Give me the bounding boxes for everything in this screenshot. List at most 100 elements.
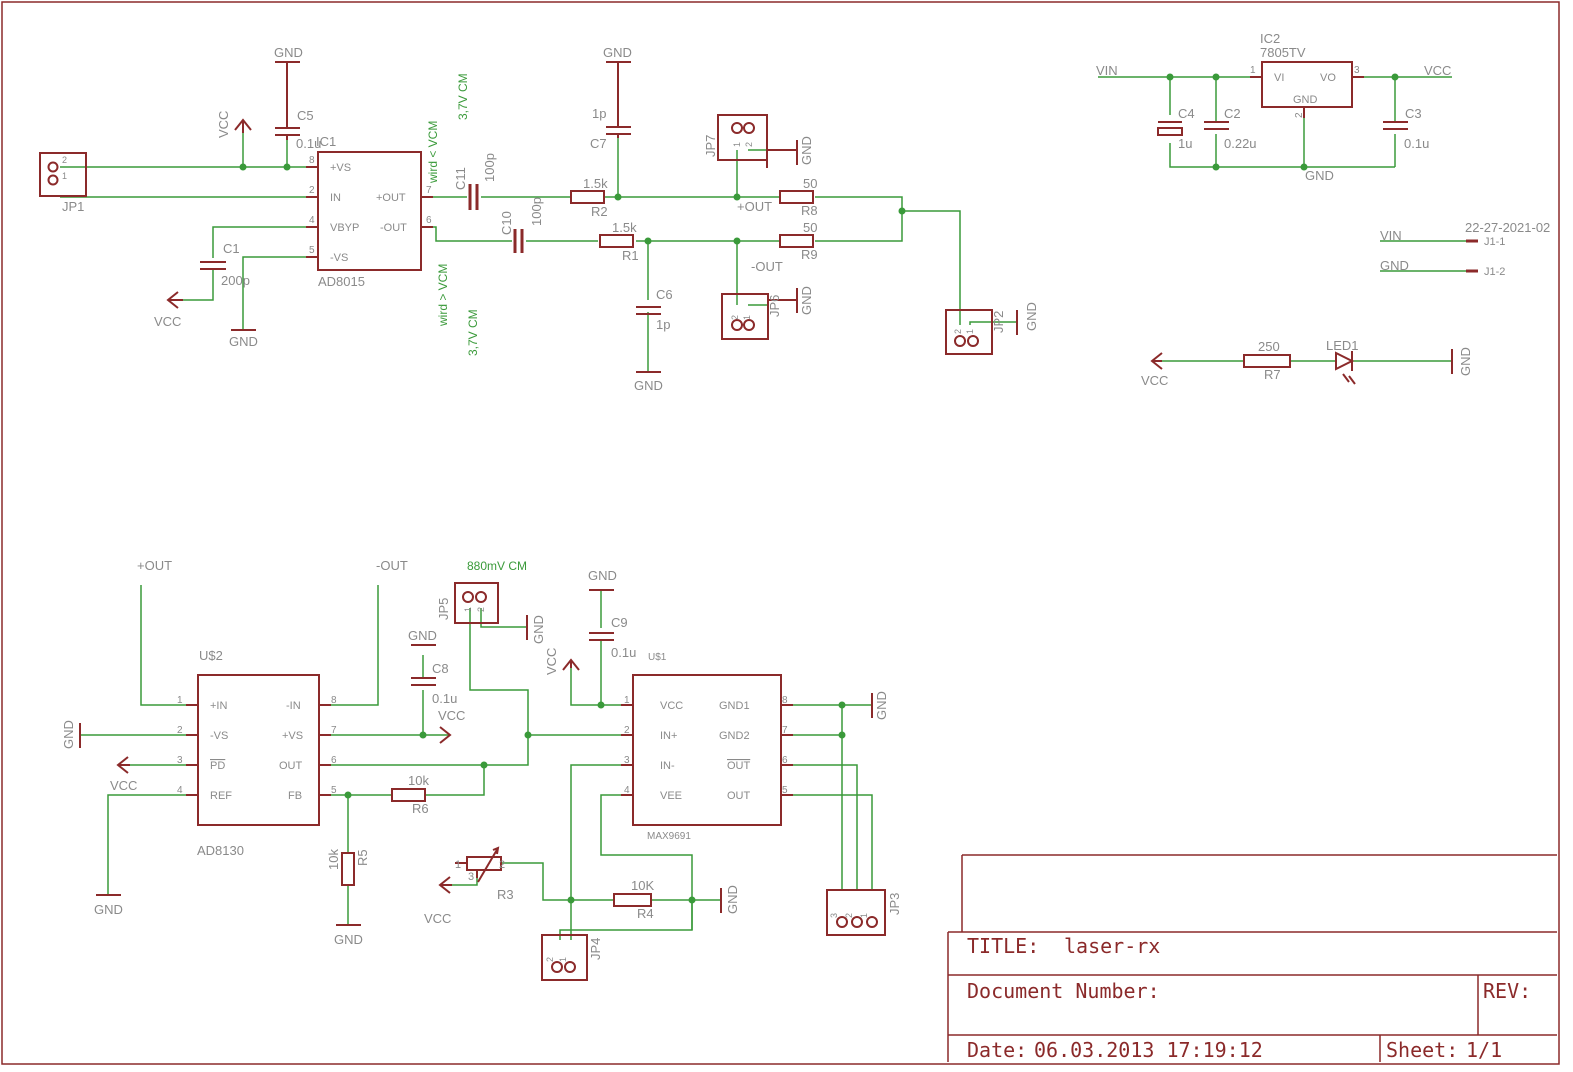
r8-value: 50 [803,176,817,191]
jp7-label: JP7 [703,135,718,157]
c11-value: 100p [482,153,497,182]
c2-symbol [1204,121,1229,130]
r8-label: R8 [801,203,818,218]
u2-pin-ref: REF [210,790,232,802]
jp4-label: JP4 [588,938,603,960]
symbols [39,61,1557,1062]
jp3-pin3: 3 [829,913,839,918]
u2-body [197,674,320,826]
ic2-label: IC2 [1260,31,1280,46]
r3-pin2: 2 [499,859,505,871]
c3-value: 0.1u [1404,136,1429,151]
u1-pinnum-1: 1 [624,695,630,706]
c1-label: C1 [223,241,240,256]
jp2-connector [945,309,993,355]
jp6-label: JP6 [767,295,782,317]
vin-label-j1: VIN [1380,228,1402,243]
r1-value: 1.5k [612,220,637,235]
led1-label: LED1 [1326,338,1359,353]
r7-label: R7 [1264,367,1281,382]
jp4-pin2: 2 [545,957,555,962]
gnd-label-u2: GND [61,720,76,749]
jp2-label: JP2 [991,311,1006,333]
vcc-label-reg: VCC [1424,63,1451,78]
r2-label: R2 [591,204,608,219]
j1-1-label: J1-1 [1484,236,1505,248]
r7-value: 250 [1258,339,1280,354]
r6-value: 10k [408,773,429,788]
ic1-pinnum-6: 6 [426,215,432,226]
gnd-label-jp7: GND [799,136,814,165]
jp5-connector [454,582,499,624]
c7-label: C7 [590,136,607,151]
ic1-pin-in: IN [330,192,341,204]
u2-pinnum-1: 1 [177,695,183,706]
gnd-label-r4: GND [725,885,740,914]
gnd-label-jp6: GND [799,286,814,315]
date-code-label: 22-27-2021-02 [1465,220,1550,235]
u1-pin-vcc: VCC [660,700,683,712]
r8-symbol [779,190,814,204]
c8-value: 0.1u [432,691,457,706]
ic2-value: 7805TV [1260,45,1306,60]
u1-pin-gnd1: GND1 [719,700,750,712]
note-wird-lt-vcm: wird < VCM [426,121,440,184]
u1-pin-in-n: IN- [660,760,675,772]
junctions [239,73,1399,904]
jp3-connector [826,889,886,936]
sheet-value: 1/1 [1466,1038,1502,1062]
u2-pin-vs-p: +VS [282,730,303,742]
c5-symbol [275,62,300,140]
gnd-label-c7: GND [603,45,632,60]
c3-symbol [1383,121,1408,130]
c9-value: 0.1u [611,645,636,660]
u2-pinnum-4: 4 [177,785,183,796]
jp5-pin1: 1 [463,607,473,612]
vcc-label-r3: VCC [424,911,451,926]
jp1-pin2: 2 [62,155,67,165]
ic1-pin-vbyp: VBYP [330,222,359,234]
note-880mv-cm: 880mV CM [467,559,527,573]
out-n-label-ad8130: -OUT [376,558,408,573]
u2-label: U$2 [199,648,223,663]
r1-label: R1 [622,248,639,263]
document-number-label: Document Number: [967,979,1160,1003]
r4-label: R4 [637,906,654,921]
u1-pinnum-6: 6 [782,755,788,766]
ic2-pinnum-3: 3 [1354,65,1360,76]
ic2-pin-vi: VI [1274,72,1284,84]
sheet-label: Sheet: [1386,1038,1458,1062]
date-label: Date: [967,1038,1027,1062]
ic1-pin-vs-p: +VS [330,162,351,174]
c11-symbol [468,184,479,210]
note-3v7-cm-top: 3,7V CM [456,73,470,120]
u2-pin-in-p: +IN [210,700,227,712]
u1-body [632,674,782,826]
jp5-label: JP5 [436,598,451,620]
r5-value: 10k [326,849,341,870]
gnd-label-c8: GND [408,628,437,643]
r5-symbol [341,852,355,886]
c6-symbol [636,306,661,315]
ic1-pinnum-4: 4 [309,215,315,226]
u2-pinnum-7: 7 [331,725,337,736]
jp3-pin2: 2 [844,913,854,918]
u1-pinnum-5: 5 [782,785,788,796]
j1-2-label: J1-2 [1484,266,1505,278]
c10-symbol [513,229,524,253]
u2-pinnum-2: 2 [177,725,183,736]
u2-pin-out: OUT [279,760,303,772]
wires [60,76,1474,940]
c2-label: C2 [1224,106,1241,121]
jp7-connector [717,114,768,161]
labels: GND C5 0.1u IC1 AD8015 +VS IN VBYP -VS +… [61,31,1550,962]
u1-pinnum-2: 2 [624,725,630,736]
r3-symbol [466,856,502,871]
ic2-pin-vo: VO [1320,72,1336,84]
u1-pin-out-n: OUT [727,760,751,772]
vcc-label-u2-ref: VCC [110,778,137,793]
jp1-label: JP1 [62,199,84,214]
jp7-pin2: 2 [744,142,754,147]
led1-symbol [1335,351,1355,371]
r3-label: R3 [497,887,514,902]
